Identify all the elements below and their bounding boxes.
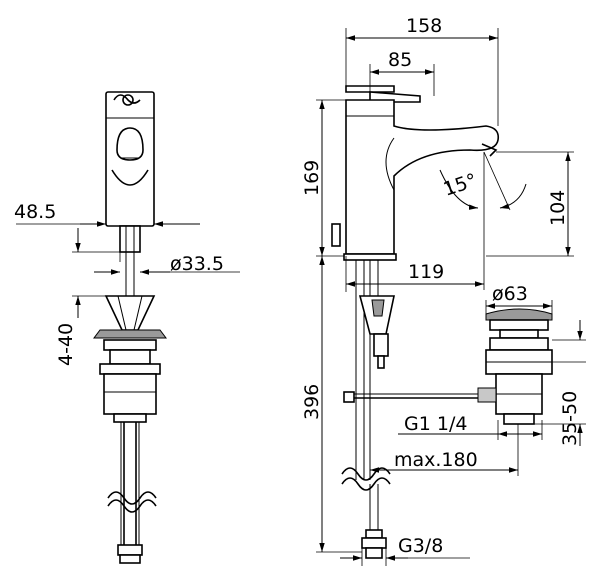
dim-waste-thread: G1 1/4: [398, 413, 543, 440]
dim-body-depth: 48.5: [14, 201, 200, 227]
dim-label-reach: 119: [408, 261, 444, 283]
dim-hose-thread: G3/8: [340, 535, 470, 566]
dim-max-reach: max.180: [370, 424, 519, 476]
dim-label-height-spout: 169: [301, 160, 323, 196]
dim-label-deck-thickness: 4-40: [55, 323, 77, 366]
dim-label-overall-width: 158: [406, 15, 442, 37]
dim-label-max-reach: max.180: [394, 449, 478, 471]
dim-height-spout: 169: [301, 99, 346, 257]
dim-label-waste-height: 35-50: [559, 391, 581, 446]
dim-label-shank-diameter: ø33.5: [170, 253, 224, 275]
dim-lever-width: 85: [369, 49, 435, 96]
dim-label-waste-thread: G1 1/4: [404, 413, 467, 435]
dim-label-lever-width: 85: [388, 49, 412, 71]
dim-label-waste-diameter: ø63: [492, 283, 528, 305]
dim-hose-length: 396: [301, 256, 362, 553]
dim-waste-height: 35-50: [534, 320, 586, 446]
dim-label-spout-outlet: 104: [547, 190, 569, 226]
dim-overall-width: 158: [345, 15, 499, 126]
dim-waste-diameter: ø63: [485, 283, 553, 316]
dim-deck-thickness: 4-40: [55, 228, 120, 366]
dim-label-hose-length: 396: [301, 384, 323, 420]
dim-shank-diameter: ø33.5: [94, 252, 240, 275]
dim-angle: 15°: [439, 151, 527, 290]
front-view: [331, 85, 553, 559]
dim-label-body-depth: 48.5: [14, 201, 56, 223]
dim-label-hose-thread: G3/8: [398, 535, 443, 557]
dim-label-angle: 15°: [441, 169, 480, 200]
side-view: [93, 91, 167, 564]
dim-reach: 119: [345, 256, 484, 292]
dim-spout-outlet: 104: [486, 151, 574, 257]
